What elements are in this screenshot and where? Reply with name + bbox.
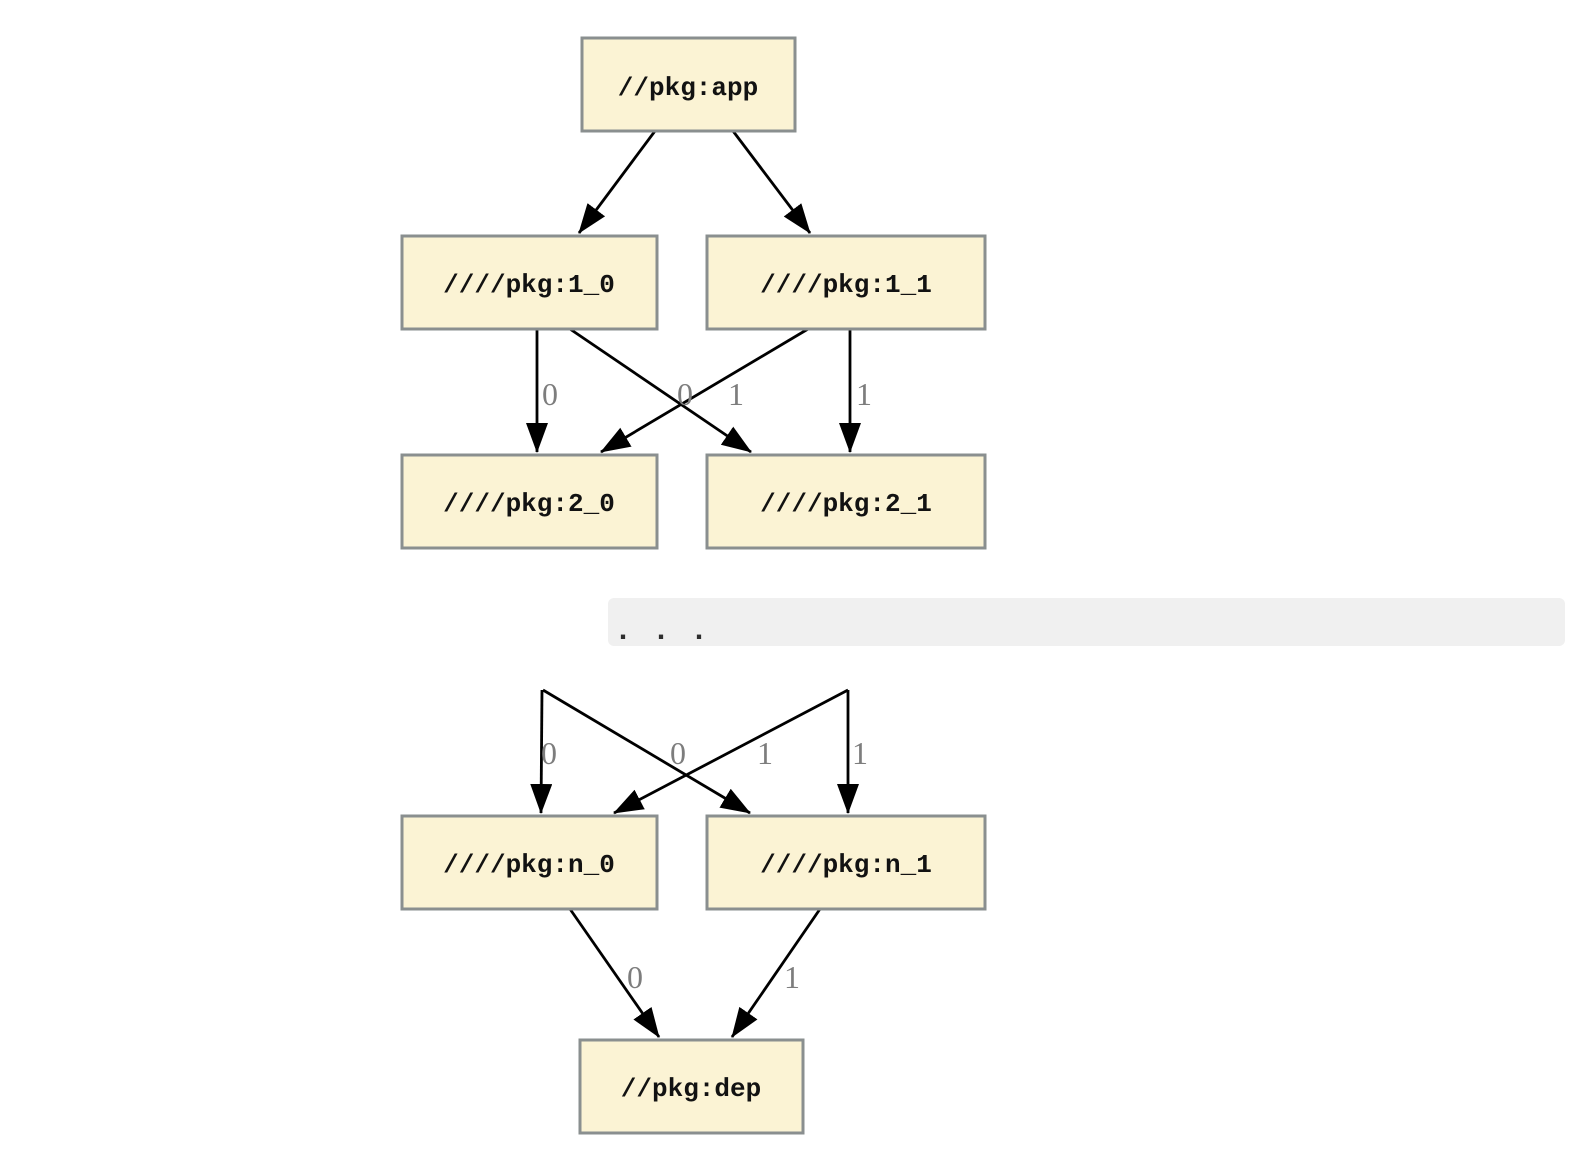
edge-n_0-to-dep: [568, 908, 661, 1038]
edge-1_1-to-2_0: [600, 327, 809, 454]
node-n_0: ////pkg:n_0: [400, 814, 659, 911]
ellipsis-dots: . . .: [614, 615, 709, 649]
edge-app-to-1_1: [731, 130, 812, 234]
edge-hidden-left-to-n_1: [542, 688, 751, 815]
edges-level1-to-level2: 0 1 0 1: [526, 327, 872, 454]
edge-app-to-1_0: [577, 130, 657, 234]
edges-hidden-to-leveln: 0 1 0 1: [530, 688, 868, 815]
node-app-label: //pkg:app: [618, 73, 758, 103]
edge-label-n_0-to-dep: 0: [627, 959, 643, 995]
edge-label-1_1-to-2_1: 1: [856, 376, 872, 412]
node-1_0-box: [400, 234, 659, 331]
node-app-box: [580, 36, 797, 133]
node-dep: //pkg:dep: [578, 1038, 805, 1135]
edge-n_1-to-dep: [730, 908, 822, 1038]
edge-label-hidden-left-to-n_0: 0: [541, 735, 557, 771]
node-2_1: ////pkg:2_1: [705, 453, 987, 550]
edge-label-n_1-to-dep: 1: [784, 959, 800, 995]
node-2_0: ////pkg:2_0: [400, 453, 659, 550]
node-2_1-box: [705, 453, 987, 550]
edge-label-hidden-right-to-n_1: 1: [852, 735, 868, 771]
edge-label-hidden-left-to-n_1: 1: [757, 735, 773, 771]
edge-label-1_1-to-2_0: 0: [677, 376, 693, 412]
node-dep-label: //pkg:dep: [621, 1074, 761, 1104]
node-1_0: ////pkg:1_0: [400, 234, 659, 331]
edges-app-to-level1: [577, 130, 812, 234]
ellipsis-bar: . . .: [608, 598, 1565, 649]
edge-label-hidden-right-to-n_0: 0: [670, 735, 686, 771]
node-2_0-label: ////pkg:2_0: [443, 489, 615, 519]
node-1_1-label: ////pkg:1_1: [760, 270, 932, 300]
node-dep-box: [578, 1038, 805, 1135]
node-2_1-label: ////pkg:2_1: [760, 489, 932, 519]
ellipsis-bar-background: [608, 598, 1565, 646]
edge-hidden-left-to-n_0: [530, 689, 553, 814]
edge-hidden-right-to-n_0: [613, 688, 849, 815]
node-n_1-box: [705, 814, 987, 911]
edges-leveln-to-dep: 0 1: [568, 908, 822, 1038]
edge-1_0-to-2_1: [569, 327, 752, 454]
node-2_0-box: [400, 453, 659, 550]
edge-label-1_0-to-2_1: 1: [728, 376, 744, 412]
node-1_0-label: ////pkg:1_0: [443, 270, 615, 300]
node-1_1: ////pkg:1_1: [705, 234, 987, 331]
node-n_0-box: [400, 814, 659, 911]
node-app: //pkg:app: [580, 36, 797, 133]
node-n_0-label: ////pkg:n_0: [443, 850, 615, 880]
edge-label-1_0-to-2_0: 0: [542, 376, 558, 412]
node-n_1: ////pkg:n_1: [705, 814, 987, 911]
node-1_1-box: [705, 234, 987, 331]
node-n_1-label: ////pkg:n_1: [760, 850, 932, 880]
